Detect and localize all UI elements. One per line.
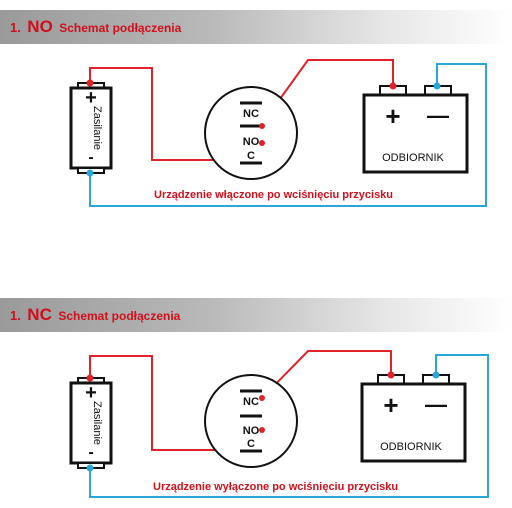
push-button-switch: NC NO C (204, 374, 298, 468)
terminal-dot (259, 427, 265, 433)
terminal-dot (86, 374, 94, 382)
load-label: ODBIORNIK (380, 441, 442, 453)
power-minus-label: - (88, 444, 93, 461)
banner-code: NC (27, 305, 52, 324)
load-plus-label: + (383, 390, 398, 420)
terminal-dot (259, 123, 265, 129)
load-plus-label: + (385, 101, 400, 131)
banner-heading: 1. NO Schemat podłączenia (10, 17, 181, 37)
power-label: Zasilanie (91, 401, 103, 445)
terminal-dot (389, 82, 397, 90)
power-minus-label: - (88, 149, 93, 166)
push-button-switch: NC NO C (204, 86, 298, 180)
switch-no-label: NO (243, 136, 260, 148)
diagram-nc: + Zasilanie - NC NO C + — ODBIORNIK (69, 350, 489, 498)
switch-no-label: NO (243, 425, 260, 437)
terminal-dot (259, 395, 265, 401)
terminal-dot (86, 79, 94, 87)
switch-nc-label: NC (243, 108, 259, 120)
power-supply: + Zasilanie - (69, 79, 113, 177)
power-plus-label: + (85, 87, 97, 109)
diagram-caption: Urządzenie wyłączone po wciśnięciu przyc… (153, 481, 398, 493)
switch-c-label: C (247, 438, 255, 450)
power-label: Zasilanie (91, 106, 103, 150)
power-supply: + Zasilanie - (69, 374, 113, 472)
terminal-dot (86, 169, 94, 177)
blue-wire (89, 63, 487, 207)
banner-heading: 1. NC Schemat podłączenia (10, 305, 180, 325)
diagram-no: + Zasilanie - NC NO C + — ODBIORNIK (69, 59, 487, 207)
banner-code: NO (27, 17, 53, 36)
terminal-dot (259, 140, 265, 146)
banner-title: Schemat podłączenia (59, 21, 182, 35)
load-minus-label: — (427, 103, 449, 128)
banner-number: 1. (10, 308, 21, 323)
section-banner-no: 1. NO Schemat podłączenia (0, 10, 512, 44)
banner-number: 1. (10, 20, 21, 35)
section-banner-nc: 1. NC Schemat podłączenia (0, 298, 512, 332)
terminal-dot (433, 82, 441, 90)
blue-wire (89, 354, 489, 498)
banner-title: Schemat podłączenia (58, 309, 181, 323)
load-device: + — ODBIORNIK (362, 82, 469, 174)
switch-nc-label: NC (243, 396, 259, 408)
power-plus-label: + (85, 382, 97, 404)
diagram-caption: Urządzenie włączone po wciśnięciu przyci… (154, 189, 393, 201)
load-minus-label: — (425, 392, 447, 417)
load-label: ODBIORNIK (382, 152, 444, 164)
terminal-dot (432, 371, 440, 379)
terminal-dot (387, 371, 395, 379)
switch-c-label: C (247, 150, 255, 162)
terminal-dot (86, 464, 94, 472)
load-device: + — ODBIORNIK (360, 371, 467, 463)
